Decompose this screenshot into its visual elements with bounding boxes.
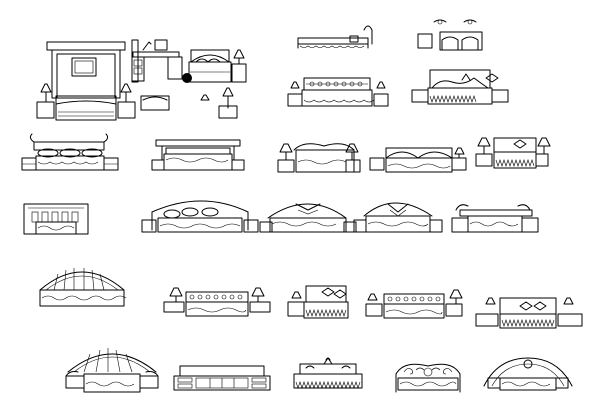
bed-block-19 xyxy=(287,285,349,319)
bed-block-15 xyxy=(353,202,443,233)
bed-block-17 xyxy=(39,268,127,307)
bed-block-25 xyxy=(395,363,461,393)
bed-block-14 xyxy=(259,203,357,233)
bed-block-11 xyxy=(475,137,551,169)
bed-block-23 xyxy=(173,365,271,391)
bed-block-21 xyxy=(475,297,583,329)
bed-block-12 xyxy=(23,203,89,235)
bed-block-13 xyxy=(141,200,259,233)
bed-block-26 xyxy=(483,357,573,391)
bed-block-24 xyxy=(293,357,363,389)
bed-block-10 xyxy=(369,147,467,173)
bed-block-20 xyxy=(365,289,463,319)
bed-block-4 xyxy=(417,19,483,51)
bed-block-16 xyxy=(451,204,539,233)
bed-block-1 xyxy=(36,41,136,121)
bed-block-5 xyxy=(287,77,389,107)
bed-block-18 xyxy=(163,287,271,317)
bed-block-8 xyxy=(151,139,245,171)
bed-block-2 xyxy=(131,39,247,119)
bed-block-22 xyxy=(65,348,159,393)
bed-block-9 xyxy=(277,143,361,173)
bed-block-3 xyxy=(297,25,373,49)
bed-block-7 xyxy=(21,133,119,171)
bed-block-6 xyxy=(411,69,509,105)
